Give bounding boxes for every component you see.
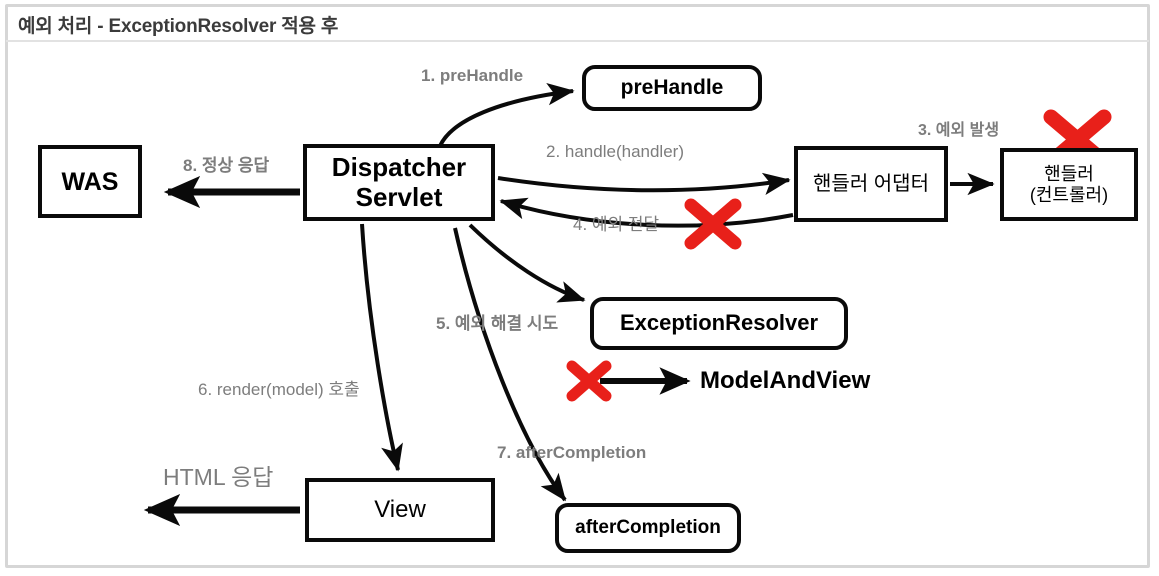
node-dispatcher-servlet[interactable]: Dispatcher Servlet <box>303 144 495 221</box>
edge-dispatcher-to-view <box>360 223 403 472</box>
node-handler-controller-label-line1: 핸들러 <box>1044 164 1094 185</box>
edge-dispatcher-to-prehandle <box>438 83 575 147</box>
edge-label-step3: 3. 예외 발생 <box>918 122 1000 139</box>
edge-label-step7: 7. afterCompletion <box>497 443 647 462</box>
edge-label-step4: 4. 예외 전달 <box>573 215 660 234</box>
node-pre-handle-label: preHandle <box>620 76 724 100</box>
title-divider <box>6 40 1149 42</box>
node-after-completion[interactable]: afterCompletion <box>555 503 741 553</box>
edge-label-step2: 2. handle(handler) <box>546 142 684 161</box>
node-model-and-view-label: ModelAndView <box>700 367 871 394</box>
node-dispatcher-servlet-label-line1: Dispatcher <box>331 152 467 183</box>
node-view-label: View <box>374 495 426 523</box>
node-dispatcher-servlet-label-line2: Servlet <box>355 181 443 212</box>
edge-label-step6: 6. render(model) 호출 <box>198 380 360 399</box>
edge-label-html-response: HTML 응답 <box>163 464 274 490</box>
edge-dispatcher-to-exception-resolver <box>468 223 586 303</box>
node-handler-controller-label-line2: (컨트롤러) <box>1029 184 1109 205</box>
node-handler-adapter[interactable]: 핸들러 어댑터 <box>794 146 948 222</box>
node-handler-adapter-label: 핸들러 어댑터 <box>813 172 929 195</box>
edge-label-step5: 5. 예외 해결 시도 <box>436 314 559 333</box>
node-pre-handle[interactable]: preHandle <box>582 65 762 111</box>
edge-label-step8: 8. 정상 응답 <box>183 156 270 175</box>
node-model-and-view: ModelAndView <box>700 367 870 395</box>
node-exception-resolver-label: ExceptionResolver <box>619 310 819 336</box>
node-view[interactable]: View <box>305 478 495 542</box>
node-was[interactable]: WAS <box>38 145 142 218</box>
page-title: 예외 처리 - ExceptionResolver 적용 후 <box>18 16 339 37</box>
node-handler-controller[interactable]: 핸들러 (컨트롤러) <box>1000 148 1138 221</box>
edge-label-step1: 1. preHandle <box>421 66 524 85</box>
node-after-completion-label: afterCompletion <box>575 517 721 539</box>
edge-dispatcher-to-handler-adapter <box>497 172 791 196</box>
node-exception-resolver[interactable]: ExceptionResolver <box>590 297 848 350</box>
red-x-on-exception-propagation <box>684 198 742 250</box>
red-x-on-model-and-view <box>566 360 612 402</box>
node-was-label: WAS <box>61 167 119 196</box>
